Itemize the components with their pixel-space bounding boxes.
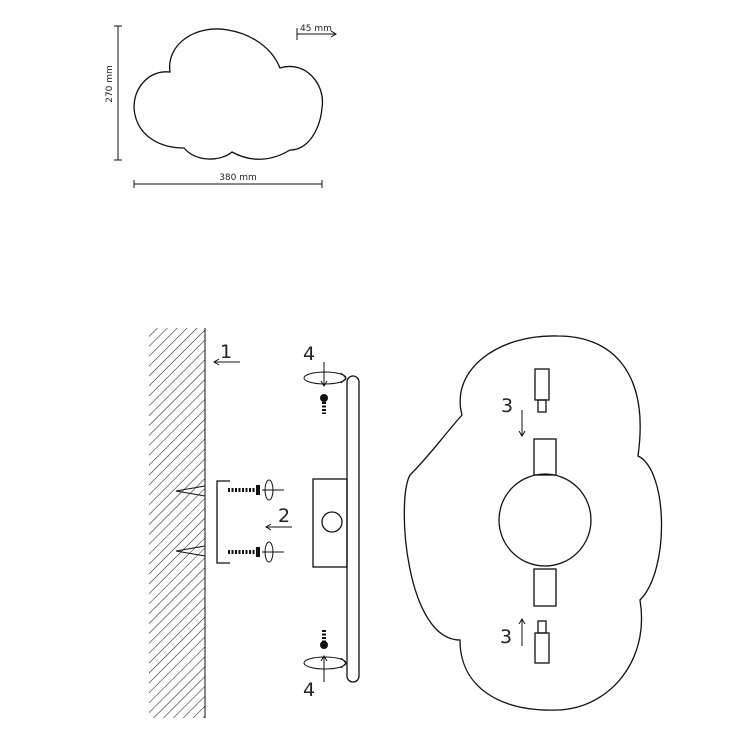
cloud-outline-small <box>133 28 324 160</box>
junction-box <box>312 478 348 568</box>
installation-drawing: 1 2 <box>149 328 663 718</box>
mounting-bracket <box>216 480 230 564</box>
width-label: 380 mm <box>219 173 257 183</box>
screw-top <box>228 485 260 495</box>
screw-bottom <box>228 547 260 557</box>
canopy-circle <box>498 473 592 567</box>
step-3-bottom-number: 3 <box>500 626 512 648</box>
cable-hole <box>321 511 343 533</box>
wall-plug-bottom <box>175 545 206 557</box>
bulb-top <box>534 368 550 413</box>
height-label: 270 mm <box>105 65 115 103</box>
step-3-top-number: 3 <box>501 395 513 417</box>
step-1-number: 1 <box>220 341 232 363</box>
wall <box>149 328 205 718</box>
cap-screw-top <box>320 394 328 414</box>
lamp-side-profile <box>346 375 360 683</box>
rotate-icon-screw-top <box>262 479 284 501</box>
wall-plug-top <box>175 485 206 497</box>
socket-top <box>533 438 557 476</box>
socket-bottom <box>533 568 557 607</box>
rotate-icon-screw-bottom <box>262 541 284 563</box>
bulb-bottom <box>534 620 550 664</box>
rotate-icon-cap-bottom <box>303 656 347 670</box>
step-4-bottom-number: 4 <box>303 679 315 701</box>
step-2-number: 2 <box>278 505 290 527</box>
depth-label: 45 mm <box>300 24 332 34</box>
cap-screw-bottom <box>320 630 328 649</box>
dimension-drawing: 270 mm 380 mm 45 mm <box>105 24 337 188</box>
step-4-top-number: 4 <box>303 343 315 365</box>
rotate-icon-cap-top <box>303 371 347 385</box>
cloud-outline-front <box>403 335 663 711</box>
